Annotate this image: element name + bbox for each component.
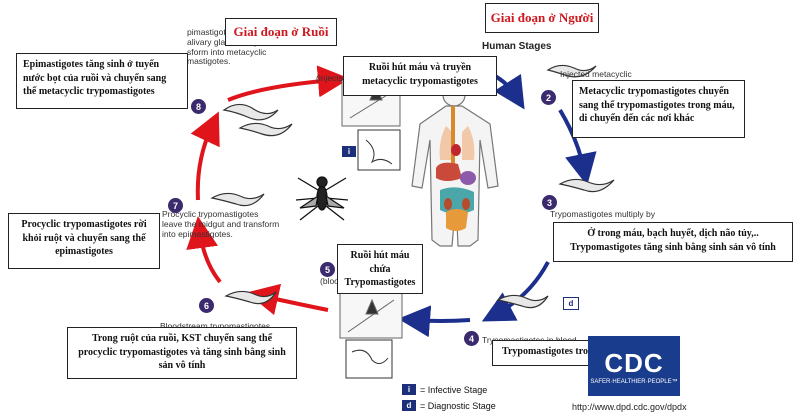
red-arc-top bbox=[227, 65, 350, 102]
procyclic-box: Procyclic trypomastigotes rời khỏi ruột … bbox=[8, 213, 160, 269]
tsetse-fly bbox=[295, 176, 349, 221]
parasite-sketch-1 bbox=[357, 129, 401, 171]
blue-arc-right bbox=[558, 108, 597, 186]
diagnostic-marker: d bbox=[563, 297, 579, 310]
legend-infective-label: = Infective Stage bbox=[420, 384, 488, 395]
bg-text-stage5: (blood bbox=[320, 276, 344, 286]
human-phase-title: Giai đoạn ở Người bbox=[485, 3, 599, 33]
legend-diagnostic-badge: d bbox=[402, 400, 416, 411]
stage-number-8: 8 bbox=[191, 99, 206, 114]
epimastigote-box: Epimastigotes tăng sinh ở tuyến nước bọt… bbox=[16, 53, 188, 109]
stage-number-7: 7 bbox=[168, 198, 183, 213]
red-arc-left-lower bbox=[186, 216, 222, 284]
bg-text-stage6: Bloodstream trypomastigotes bbox=[160, 321, 271, 331]
blue-arc-lower-right bbox=[481, 261, 550, 322]
parasite-sketch-2 bbox=[345, 339, 393, 379]
bg-text-stage1: (injects m bbox=[316, 73, 353, 83]
metacyclic-box: Metacyclic trypomastigotes chuyển sang t… bbox=[572, 80, 745, 138]
source-url: http://www.dpd.cdc.gov/dpdx bbox=[572, 402, 687, 412]
stage-number-2: 2 bbox=[541, 90, 556, 105]
fly-bite-box: Ruồi hút máu và truyền metacyclic trypom… bbox=[343, 56, 497, 96]
cdc-logo-tagline: SAFER·HEALTHIER·PEOPLE™ bbox=[590, 378, 678, 385]
diagnostic-marker-badge: d bbox=[563, 297, 579, 310]
blue-arc-bottom bbox=[398, 305, 471, 338]
fly-blood-meal-box: Ruồi hút máu chứa Trypomastigotes bbox=[337, 244, 423, 294]
legend-infective-badge: i bbox=[402, 384, 416, 395]
stage-number-3: 3 bbox=[542, 195, 557, 210]
bg-text-stage7: Procyclic trypomastigotes leave the midg… bbox=[162, 209, 280, 239]
trypanosomes bbox=[210, 64, 615, 309]
cdc-logo-text: CDC bbox=[604, 347, 664, 378]
stage-number-4: 4 bbox=[464, 331, 479, 346]
stage-number-5: 5 bbox=[320, 262, 335, 277]
legend-infective: i = Infective Stage bbox=[402, 384, 487, 395]
body-fluids-box: Ở trong máu, bạch huyết, dịch não tủy,..… bbox=[553, 222, 793, 262]
cdc-logo: CDC SAFER·HEALTHIER·PEOPLE™ bbox=[588, 336, 680, 396]
legend-diagnostic: d = Diagnostic Stage bbox=[402, 400, 496, 411]
organs bbox=[436, 106, 476, 231]
bite-sketch-bottom bbox=[339, 291, 403, 339]
stage-number-6: 6 bbox=[199, 298, 214, 313]
fly-phase-title: Giai đoạn ở Ruồi bbox=[225, 18, 337, 46]
bg-text-stage3: Trypomastigotes multiply by bbox=[550, 209, 656, 219]
bg-text-stage2: Injected metacyclic bbox=[560, 69, 632, 79]
midgut-box: Trong ruột của ruồi, KST chuyển sang thể… bbox=[67, 327, 297, 379]
human-stages-label: Human Stages bbox=[482, 41, 552, 52]
infective-marker-badge: i bbox=[342, 146, 356, 157]
red-arc-left-upper bbox=[190, 111, 220, 201]
legend-diagnostic-label: = Diagnostic Stage bbox=[420, 400, 496, 411]
infective-marker: i bbox=[342, 146, 356, 157]
